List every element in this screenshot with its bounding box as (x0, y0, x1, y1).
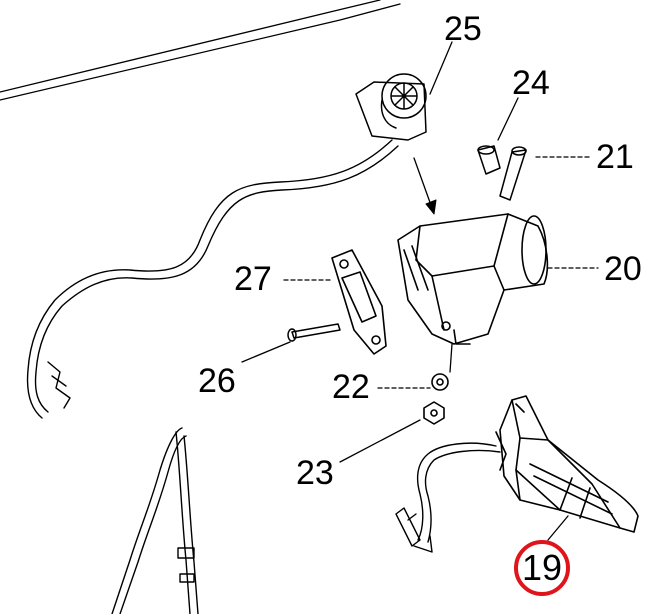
lever-19 (495, 395, 639, 533)
pins-21-24 (477, 145, 527, 201)
lower-cable (111, 427, 199, 614)
callout-25: 25 (444, 10, 482, 48)
leader-housing-down (449, 343, 453, 373)
upper-cable (26, 139, 399, 419)
callout-20: 20 (604, 250, 642, 288)
housing-20 (397, 213, 549, 345)
leader-23 (339, 419, 421, 463)
callout-26: 26 (198, 362, 236, 400)
lever-wire (416, 442, 497, 541)
callout-19: 19 (522, 547, 563, 588)
switch-25 (355, 73, 427, 141)
assembly-arrow-shaft (413, 157, 433, 209)
washer-22 (431, 373, 449, 391)
highlight-ring (514, 540, 570, 596)
callout-23: 23 (296, 454, 334, 492)
nut-23 (423, 401, 445, 425)
leader-19 (547, 515, 569, 541)
callout-22: 22 (332, 368, 370, 406)
screw-26 (287, 323, 341, 342)
leader-25 (429, 41, 453, 95)
assembly-arrowhead (425, 199, 437, 215)
callout-27: 27 (234, 260, 272, 298)
leader-26 (241, 341, 291, 363)
callout-21: 21 (596, 138, 634, 176)
leader-24 (497, 97, 519, 141)
lever-wire-2 (424, 449, 501, 543)
callout-24: 24 (512, 64, 550, 102)
sheet-metal-edge (0, 0, 401, 101)
plate-27 (331, 249, 387, 355)
wire-connector (395, 507, 433, 553)
